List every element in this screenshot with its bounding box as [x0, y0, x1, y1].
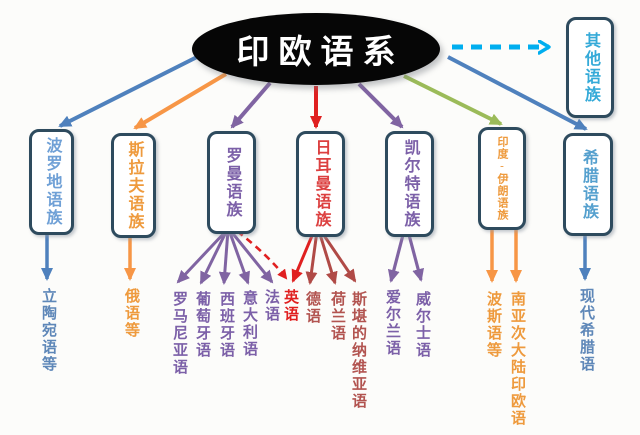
arrow-root-celtic [357, 82, 404, 129]
arrow-romance-french [228, 229, 274, 284]
arrow-romance-english-influence-dashed [236, 229, 288, 280]
family-label-indo-iranian: 印度-伊朗语族 [496, 136, 508, 221]
language-label-german: 德语 [304, 291, 320, 325]
language-label-persian: 波斯语等 [485, 291, 501, 359]
arrow-celtic-irish [387, 230, 406, 283]
language-label-welsh: 威尔士语 [414, 291, 430, 359]
language-label-english: 英语 [282, 289, 298, 323]
arrow-romance-portuguese [199, 229, 229, 285]
family-label-celtic: 凯尔特语族 [401, 139, 419, 229]
language-label-romanian: 罗马尼亚语 [171, 291, 187, 376]
family-box-indo-iranian: 印度-伊朗语族 [478, 127, 526, 230]
family-label-romance: 罗曼语族 [223, 146, 241, 219]
family-label-slavic: 斯拉夫语族 [125, 140, 143, 231]
arrow-root-greek [447, 55, 588, 131]
family-box-slavic: 斯拉夫语族 [111, 133, 156, 238]
family-label-greek: 希腊语族 [580, 148, 597, 221]
language-label-dutch: 荷兰语 [329, 291, 345, 342]
arrow-romance-italian [227, 229, 250, 285]
family-box-other: 其他语族 [566, 17, 614, 118]
language-label-portuguese: 葡萄牙语 [194, 291, 210, 359]
family-box-romance: 罗曼语族 [207, 131, 256, 234]
family-label-germanic: 日耳曼语族 [312, 139, 330, 229]
arrow-germanic-dutch [317, 230, 338, 285]
language-label-modern-greek: 现代希腊语 [578, 288, 594, 373]
arrow-root-baltic [58, 55, 198, 128]
family-box-germanic: 日耳曼语族 [296, 131, 345, 237]
arrow-celtic-welsh [406, 230, 424, 282]
family-box-baltic: 波罗地语族 [29, 129, 74, 235]
arrow-germanic-english [291, 230, 316, 283]
language-label-lithuanian: 立陶宛语等 [40, 288, 56, 373]
arrow-germanic-scandinavian [319, 230, 357, 283]
arrow-root-indo-iranian [403, 74, 503, 126]
language-label-russian: 俄语等 [123, 288, 139, 339]
root-node-indo-european: 印欧语系 [192, 13, 440, 85]
root-node-title: 印欧语系 [236, 35, 405, 71]
arrow-germanic-german [305, 230, 319, 285]
arrow-romance-spanish [218, 229, 231, 285]
language-label-italian: 意大利语 [241, 290, 257, 358]
language-label-scandinavian: 斯堪的纳维亚语 [350, 291, 366, 410]
language-label-south-asian: 南亚次大陆印欧语 [509, 291, 525, 427]
language-label-spanish: 西班牙语 [218, 291, 234, 359]
arrow-root-slavic [133, 72, 228, 130]
family-label-other: 其他语族 [582, 31, 599, 104]
language-label-irish: 爱尔兰语 [384, 289, 400, 357]
language-label-french: 法语 [263, 289, 279, 323]
arrow-root-romance [230, 81, 272, 129]
family-label-baltic: 波罗地语族 [43, 137, 61, 227]
arrow-romance-romanian [176, 228, 229, 284]
family-box-celtic: 凯尔特语族 [385, 131, 434, 237]
family-box-greek: 希腊语族 [563, 133, 613, 236]
